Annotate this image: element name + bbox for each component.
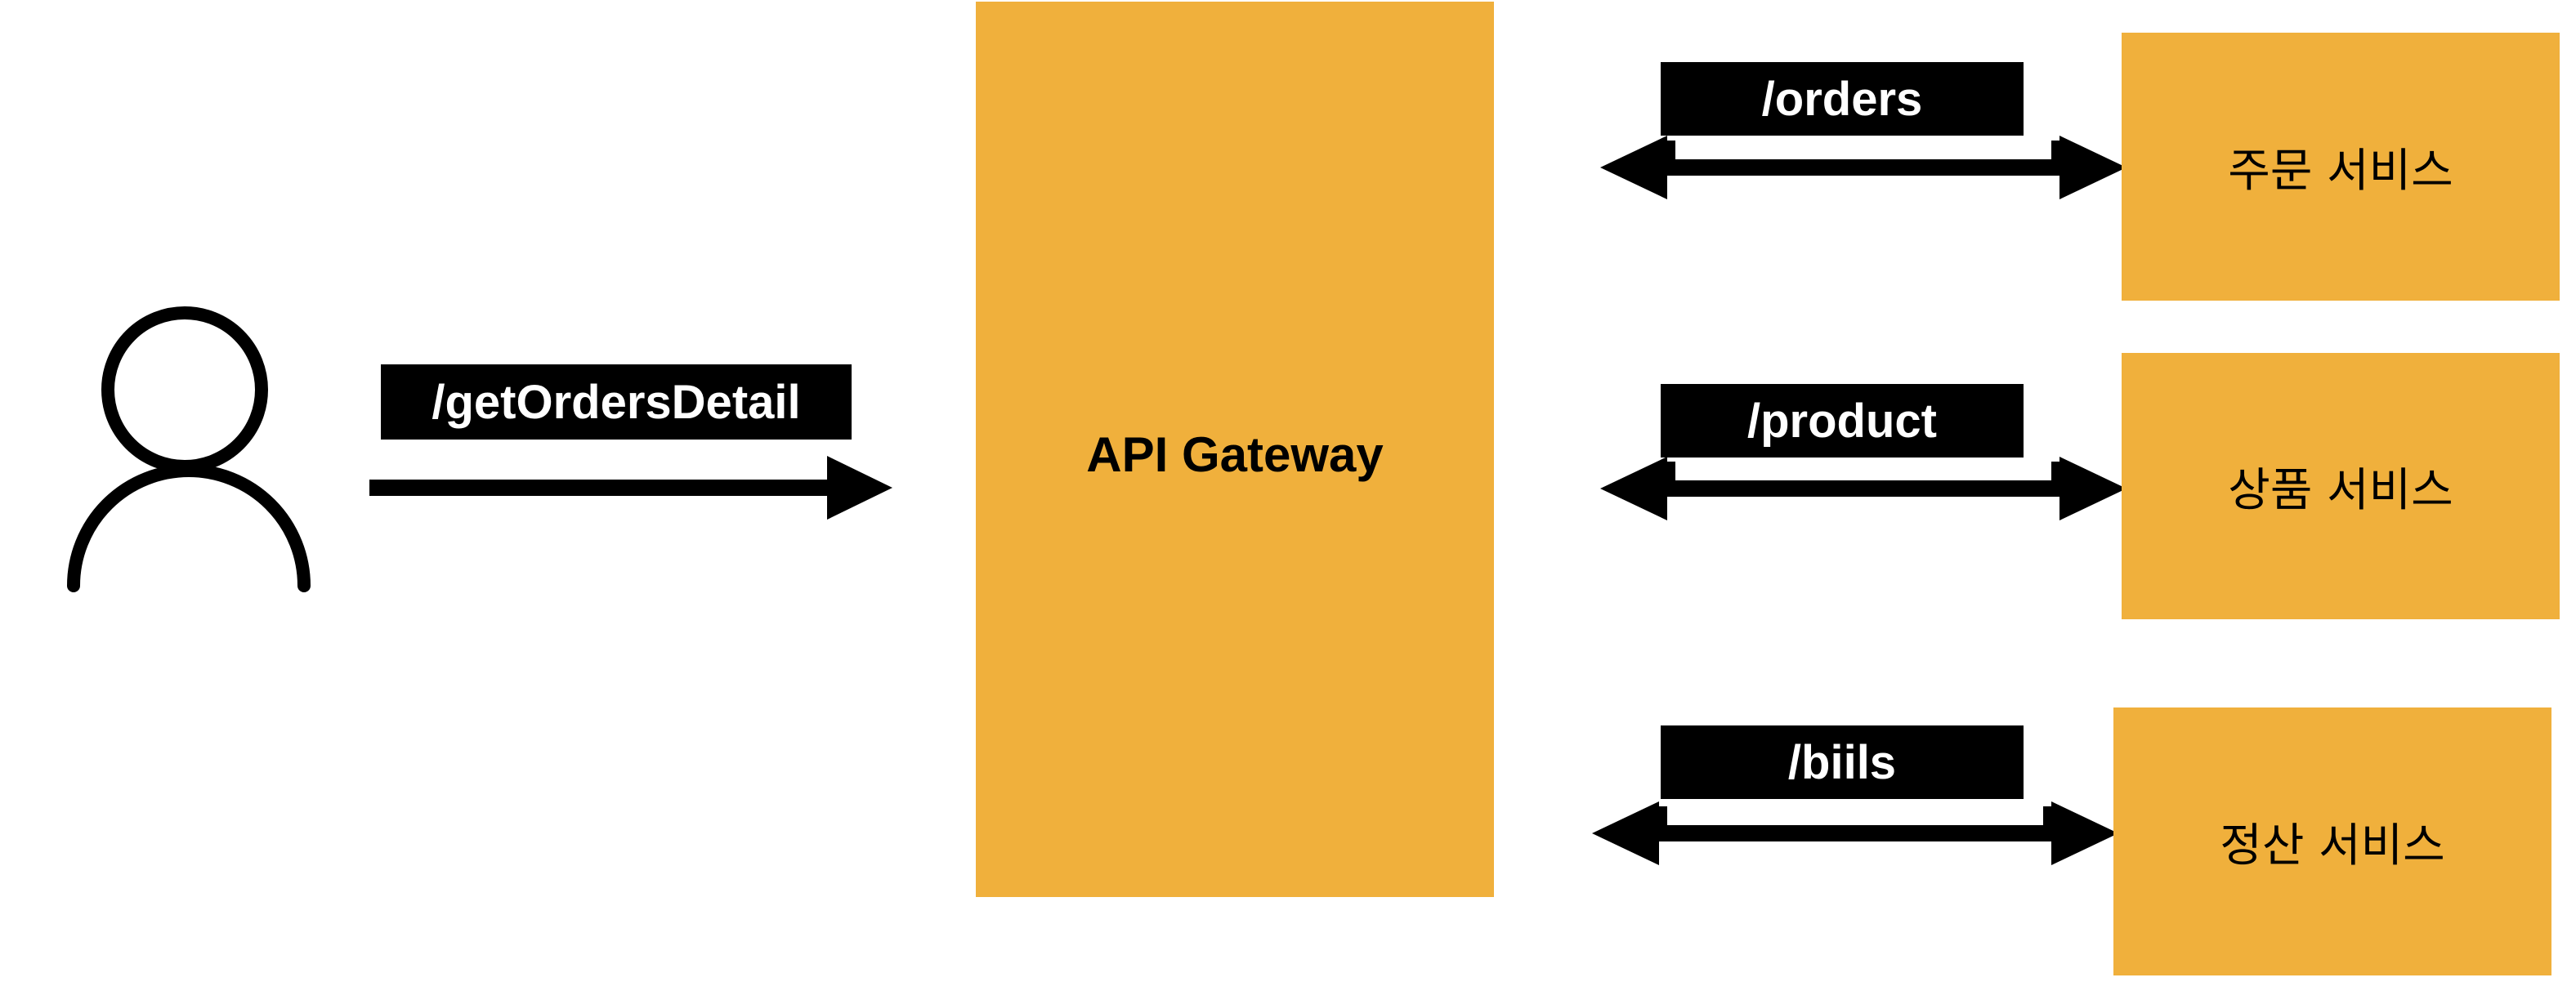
- bills-route-label: /biils: [1661, 725, 2024, 799]
- orders-route-label: /orders: [1661, 62, 2024, 136]
- product-arrow: [1600, 457, 2127, 520]
- request-route-label: /getOrdersDetail: [381, 364, 852, 440]
- user-icon: [67, 306, 311, 592]
- orders-arrow: [1600, 136, 2127, 199]
- product-service-box: 상품 서비스: [2122, 353, 2560, 619]
- product-route-label: /product: [1661, 384, 2024, 458]
- api-gateway-box: API Gateway: [976, 2, 1494, 897]
- bills-arrow: [1592, 801, 2118, 865]
- order-service-label: 주문 서비스: [2228, 144, 2453, 198]
- product-service-label: 상품 서비스: [2228, 463, 2453, 517]
- billing-service-box: 정산 서비스: [2113, 707, 2551, 975]
- billing-service-label: 정산 서비스: [2220, 819, 2445, 873]
- api-gateway-label: API Gateway: [1086, 427, 1384, 482]
- request-arrow: [369, 456, 892, 520]
- order-service-box: 주문 서비스: [2122, 33, 2560, 301]
